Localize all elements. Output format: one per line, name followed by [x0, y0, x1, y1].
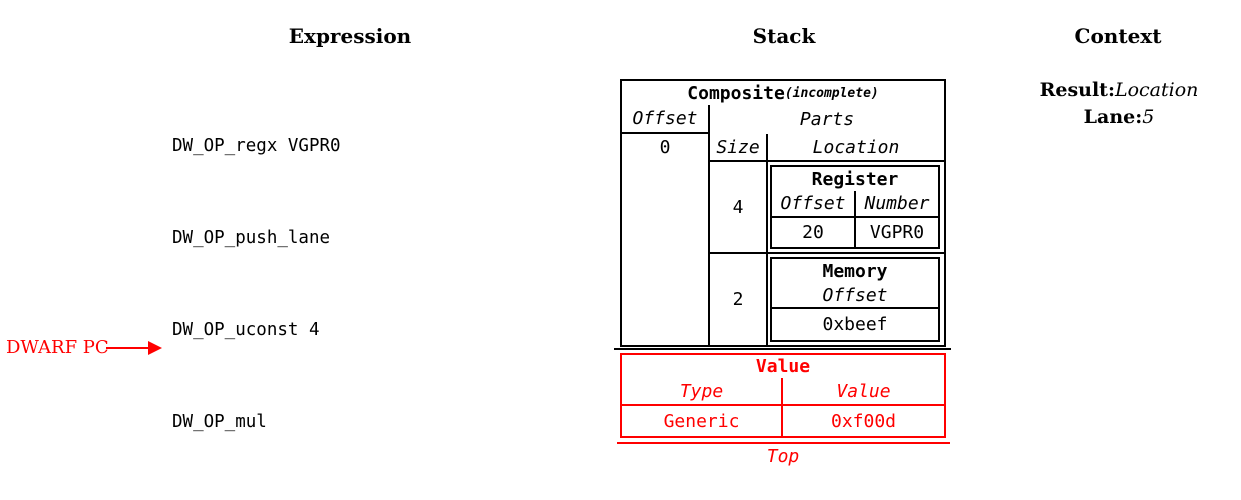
- stack-composite-table: Composite(incomplete) Offset 0 Parts Siz…: [620, 79, 946, 347]
- part-size-value: 4: [710, 162, 768, 252]
- size-location-header-row: Size Location: [710, 134, 944, 162]
- context-column-title: Context: [1074, 24, 1162, 48]
- memory-offset-header: Offset: [772, 283, 938, 309]
- stack-value-table: Value Type Value Generic 0xf00d: [620, 353, 946, 438]
- value-value-header: Value: [836, 380, 891, 402]
- memory-location-table: Memory Offset 0xbeef: [770, 257, 940, 342]
- parts-column-header: Parts: [799, 109, 855, 130]
- context-lane-line: Lane:5: [1016, 105, 1222, 129]
- value-data-row: Generic 0xf00d: [622, 406, 944, 436]
- result-label: Result:: [1039, 79, 1115, 101]
- dwarf-pc-arrow-line: [106, 347, 150, 349]
- expression-column-title: Expression: [288, 24, 412, 48]
- location-column-header: Location: [812, 136, 900, 158]
- result-value: Location: [1114, 79, 1199, 101]
- register-location-table: Register Offset Number 20 VGPR0: [770, 165, 940, 249]
- register-number-header: Number: [864, 193, 930, 214]
- expression-op-list: DW_OP_regx VGPR0 DW_OP_push_lane DW_OP_u…: [172, 70, 372, 500]
- expression-op: DW_OP_mul: [172, 411, 267, 432]
- value-header-row: Type Value: [622, 378, 944, 406]
- expression-op: DW_OP_push_lane: [172, 227, 331, 248]
- composite-part-row: 4 Register Offset Number 20 VGPR0: [710, 162, 944, 254]
- memory-offset-value: 0xbeef: [822, 314, 888, 335]
- value-type-cell: Generic: [622, 406, 783, 436]
- composite-parts-column: Parts Size Location 4 Register Offset Nu…: [710, 105, 944, 345]
- stack-top-divider: [617, 442, 950, 444]
- value-value-cell: 0xf00d: [830, 410, 897, 432]
- part-size-value: 2: [710, 254, 768, 345]
- offset-column-header: Offset: [622, 105, 708, 134]
- lane-value: 5: [1142, 106, 1155, 128]
- composite-qualifier: (incomplete): [784, 85, 879, 101]
- register-table-title: Register: [811, 168, 899, 190]
- size-column-header: Size: [710, 134, 768, 160]
- stack-top-label: Top: [766, 446, 800, 467]
- register-number-value: VGPR0: [869, 222, 925, 243]
- context-result-line: Result:Location: [1016, 78, 1222, 102]
- expression-op: DW_OP_uconst 4: [172, 319, 320, 340]
- value-table-title: Value: [755, 356, 811, 377]
- stack-entry-divider: [614, 348, 951, 350]
- composite-header: Composite(incomplete): [622, 81, 944, 105]
- stack-column-title: Stack: [752, 24, 816, 48]
- composite-part-row: 2 Memory Offset 0xbeef: [710, 254, 944, 345]
- register-offset-value: 20: [772, 218, 856, 247]
- composite-offset-column: Offset 0: [622, 105, 710, 345]
- value-type-header: Type: [622, 378, 783, 404]
- expression-op: DW_OP_regx VGPR0: [172, 136, 341, 157]
- dwarf-pc-arrow-icon: [148, 341, 162, 355]
- composite-title: Composite: [687, 82, 785, 104]
- register-offset-header: Offset: [772, 191, 856, 216]
- offset-value: 0: [659, 137, 671, 158]
- dwarf-pc-label: DWARF PC: [6, 337, 109, 358]
- lane-label: Lane:: [1083, 106, 1143, 128]
- memory-table-title: Memory: [822, 260, 888, 282]
